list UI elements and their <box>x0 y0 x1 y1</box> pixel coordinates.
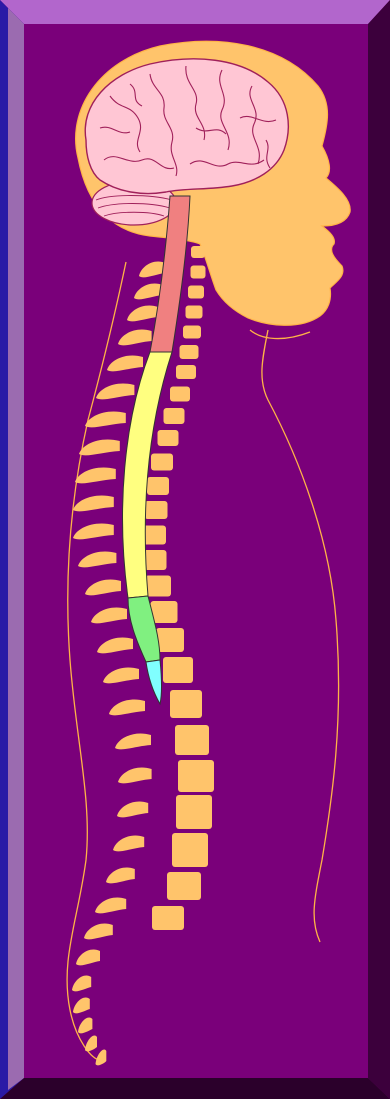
vertebra <box>145 576 171 597</box>
vertebra <box>163 657 193 683</box>
vertebra <box>158 430 179 446</box>
vertebra <box>183 326 201 339</box>
vertebra <box>151 454 173 471</box>
vertebra <box>178 760 214 792</box>
vertebra <box>170 690 202 718</box>
frame-right <box>368 0 390 1099</box>
vertebra <box>145 501 168 519</box>
vertebra <box>191 246 205 258</box>
vertebra <box>147 477 169 495</box>
frame-left-inner <box>8 8 24 1090</box>
brain <box>85 59 288 194</box>
vertebra <box>191 266 206 279</box>
vertebra <box>167 872 201 900</box>
vertebra <box>151 601 178 623</box>
frame-bottom <box>0 1078 390 1099</box>
vertebra <box>172 833 208 867</box>
vertebra <box>175 725 209 755</box>
vertebra <box>170 387 190 402</box>
vertebra <box>164 408 185 424</box>
vertebra <box>188 286 204 299</box>
vertebra <box>176 365 196 379</box>
vertebra <box>152 906 184 930</box>
vertebra <box>180 345 199 359</box>
frame-top <box>0 0 390 24</box>
vertebra <box>176 795 212 829</box>
vertebra <box>186 306 203 319</box>
vertebra <box>156 628 184 652</box>
vertebra <box>190 226 202 238</box>
